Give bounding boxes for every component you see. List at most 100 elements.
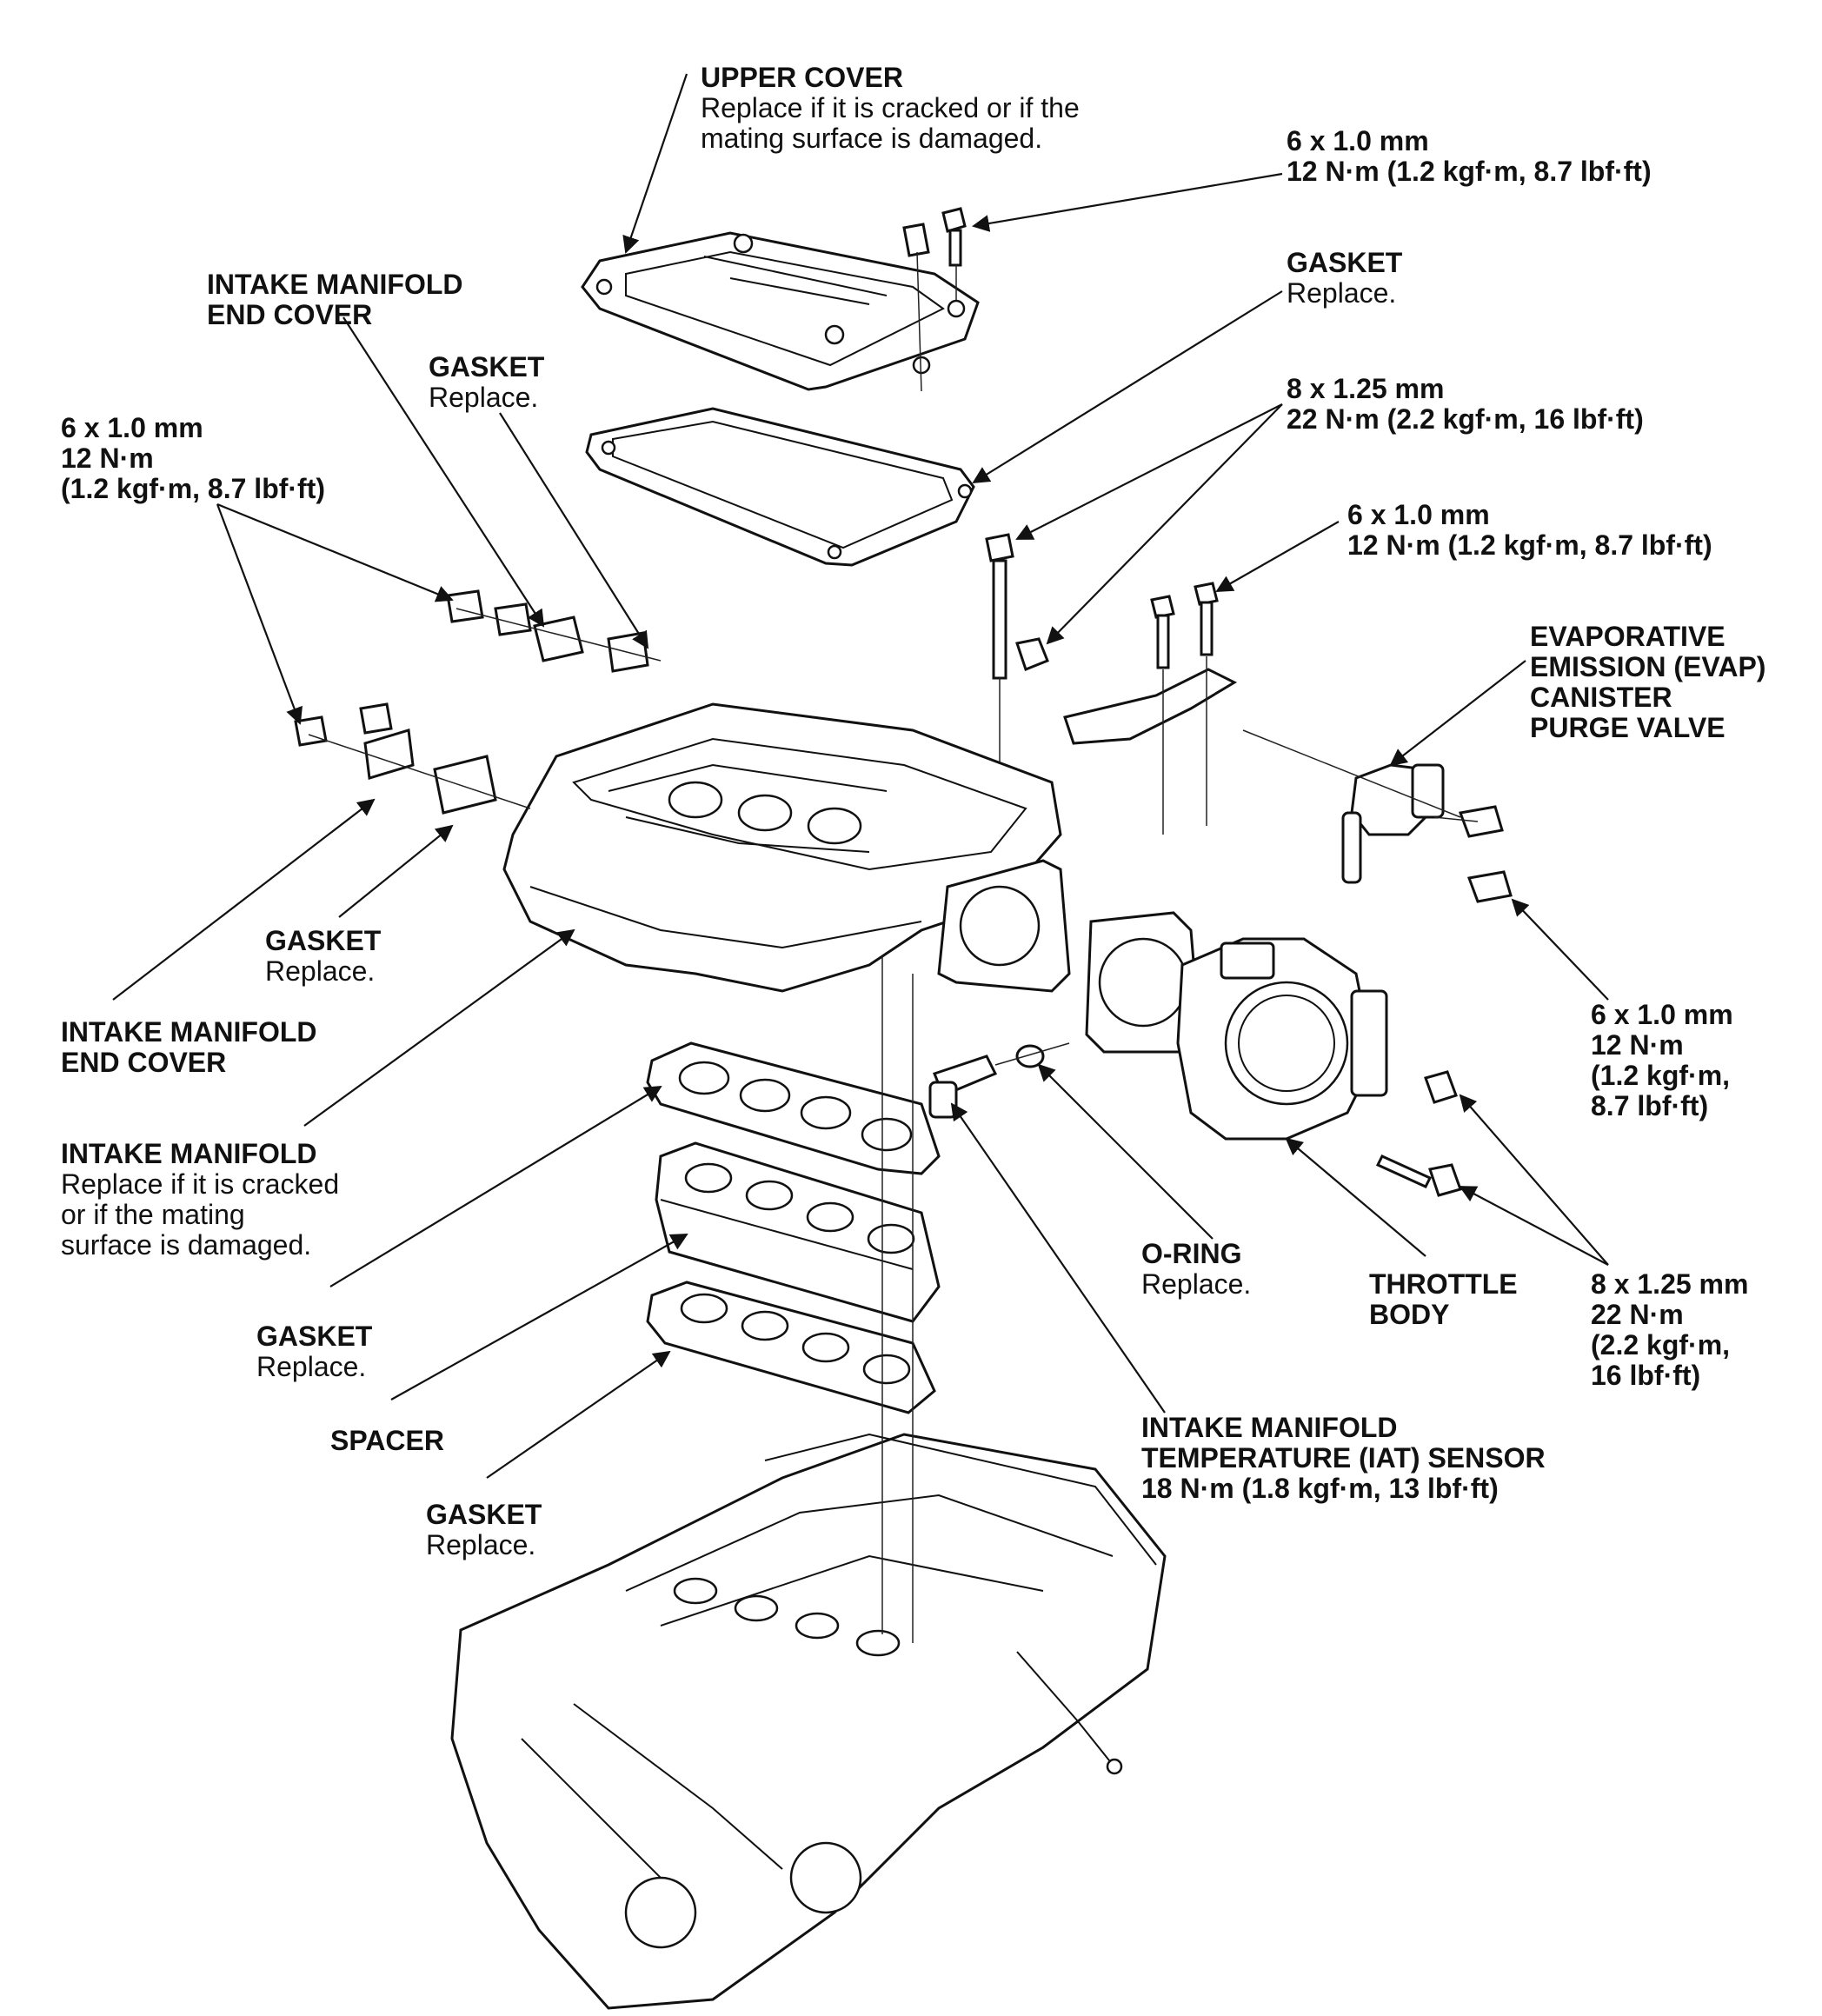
upper-cover-part: [581, 231, 980, 391]
label-line: Replace.: [1287, 277, 1397, 309]
leader-intake-manifold: [303, 928, 575, 1127]
label-intake-manifold: INTAKE MANIFOLD Replace if it is cracked…: [61, 1139, 339, 1261]
bolt-8x125-long: [985, 533, 1049, 782]
label-line: BODY: [1369, 1299, 1450, 1330]
label-gasket-spacer-upper: GASKET Replace.: [256, 1321, 372, 1382]
label-line: INTAKE MANIFOLD: [1141, 1412, 1398, 1443]
label-o-ring: O-RING Replace.: [1141, 1239, 1251, 1300]
label-title: GASKET: [426, 1499, 542, 1530]
label-line: 22 N·m: [1591, 1299, 1684, 1330]
label-gasket-upper: GASKET Replace.: [1287, 248, 1402, 309]
leader-iat-sensor: [950, 1102, 1166, 1414]
leader-gasket-spacer-lower: [486, 1350, 671, 1479]
label-line: or if the mating: [61, 1199, 245, 1230]
leader-bolt-long: [1015, 403, 1283, 540]
label-spacer: SPACER: [330, 1426, 444, 1456]
label-line: 6 x 1.0 mm: [1591, 999, 1733, 1030]
label-line: END COVER: [61, 1047, 227, 1078]
label-line: CANISTER: [1530, 682, 1672, 713]
label-line: 12 N·m (1.2 kgf·m, 8.7 lbf·ft): [1287, 156, 1652, 187]
label-line: THROTTLE: [1369, 1268, 1518, 1300]
label-line: EVAPORATIVE: [1530, 621, 1726, 652]
leader-upper-cover: [622, 73, 688, 254]
label-title: GASKET: [1287, 247, 1403, 278]
label-line: 16 lbf·ft): [1591, 1360, 1701, 1391]
label-gasket-end-lower: GASKET Replace.: [265, 926, 381, 987]
lower-gasket-upper-part: [646, 1041, 941, 1175]
leader-gasket-upper: [972, 290, 1283, 484]
label-nut-left: 6 x 1.0 mm 12 N·m (1.2 kgf·m, 8.7 lbf·ft…: [61, 413, 325, 504]
label-bolt-8x125-top: 8 x 1.25 mm 22 N·m (2.2 kgf·m, 16 lbf·ft…: [1287, 374, 1644, 435]
label-iat-sensor: INTAKE MANIFOLD TEMPERATURE (IAT) SENSOR…: [1141, 1413, 1546, 1504]
label-line: 6 x 1.0 mm: [61, 412, 203, 443]
label-line: mating surface is damaged.: [701, 123, 1043, 154]
leader-evap: [1389, 660, 1526, 767]
label-title: 6 x 1.0 mm: [1287, 125, 1429, 156]
leader-bolt-upper-cover: [972, 172, 1283, 232]
label-title: INTAKE MANIFOLD: [61, 1138, 317, 1169]
bracket-part: [1063, 582, 1238, 835]
leader-nut-left-b: [216, 503, 303, 725]
label-line: END COVER: [207, 299, 373, 330]
leader-nut-top: [1046, 403, 1283, 645]
leader-spacer: [390, 1234, 688, 1401]
leader-bracket-bolt: [1215, 521, 1340, 592]
end-cover-parts: [294, 589, 662, 815]
label-line: (1.2 kgf·m, 8.7 lbf·ft): [61, 473, 326, 504]
leader-throttle-nut: [1459, 1094, 1609, 1266]
label-bolt-throttle: 8 x 1.25 mm 22 N·m (2.2 kgf·m, 16 lbf·ft…: [1591, 1269, 1748, 1391]
label-end-cover-top: INTAKE MANIFOLD END COVER: [207, 269, 462, 330]
label-gasket-end-top: GASKET Replace.: [429, 352, 544, 413]
label-line: TEMPERATURE (IAT) SENSOR: [1141, 1442, 1546, 1474]
label-title: GASKET: [429, 351, 545, 383]
evap-purge-valve-part: [1242, 729, 1513, 903]
label-line: 12 N·m: [61, 442, 154, 474]
label-line: Replace.: [426, 1529, 536, 1560]
label-line: (2.2 kgf·m,: [1591, 1329, 1731, 1361]
label-line: Replace if it is cracked or if the: [701, 92, 1080, 123]
label-title: 8 x 1.25 mm: [1287, 373, 1445, 404]
throttle-bolts: [1375, 1070, 1462, 1197]
label-line: Replace if it is cracked: [61, 1168, 340, 1200]
lower-gasket-lower-part: [646, 1281, 936, 1414]
throttle-body-part: [1176, 937, 1388, 1141]
label-bolt-upper-cover: 6 x 1.0 mm 12 N·m (1.2 kgf·m, 8.7 lbf·ft…: [1287, 126, 1652, 187]
label-line: (1.2 kgf·m,: [1591, 1060, 1731, 1091]
leader-nut-left-a: [216, 502, 454, 602]
leader-gasket-end-lower: [338, 824, 454, 918]
label-title: O-RING: [1141, 1238, 1242, 1269]
intake-manifold-part: [502, 702, 1062, 993]
label-throttle-body: THROTTLE BODY: [1369, 1269, 1518, 1330]
label-gasket-spacer-lower: GASKET Replace.: [426, 1500, 542, 1560]
engine-block-part: [450, 1433, 1167, 2010]
label-line: 22 N·m (2.2 kgf·m, 16 lbf·ft): [1287, 403, 1644, 435]
label-title: GASKET: [256, 1321, 373, 1352]
label-title: SPACER: [330, 1425, 444, 1456]
label-line: Replace.: [429, 382, 539, 413]
iat-sensor-part: [928, 1042, 1070, 1119]
leader-throttle-bolt: [1459, 1186, 1609, 1266]
label-end-cover-lower: INTAKE MANIFOLD END COVER: [61, 1017, 316, 1078]
label-title: 6 x 1.0 mm: [1347, 499, 1490, 530]
label-evap-valve: EVAPORATIVE EMISSION (EVAP) CANISTER PUR…: [1530, 622, 1765, 743]
throttle-flange-part: [937, 859, 1201, 1054]
leader-o-ring: [1037, 1063, 1214, 1240]
label-line: 18 N·m (1.8 kgf·m, 13 lbf·ft): [1141, 1473, 1499, 1504]
label-title: UPPER COVER: [701, 62, 903, 93]
label-line: INTAKE MANIFOLD: [207, 269, 463, 300]
leader-evap-bolt: [1511, 898, 1609, 1001]
leader-gasket-spacer-upper: [329, 1085, 662, 1287]
leader-throttle-body: [1285, 1137, 1426, 1257]
label-line: 8 x 1.25 mm: [1591, 1268, 1749, 1300]
label-title: GASKET: [265, 925, 382, 956]
label-bolt-evap: 6 x 1.0 mm 12 N·m (1.2 kgf·m, 8.7 lbf·ft…: [1591, 1000, 1733, 1121]
leader-lines: [112, 73, 1609, 1479]
label-line: 8.7 lbf·ft): [1591, 1090, 1709, 1121]
leader-end-cover-top: [342, 316, 545, 628]
label-line: Replace.: [265, 955, 376, 987]
label-line: EMISSION (EVAP): [1530, 651, 1766, 682]
label-line: INTAKE MANIFOLD: [61, 1016, 317, 1048]
label-line: PURGE VALVE: [1530, 712, 1726, 743]
